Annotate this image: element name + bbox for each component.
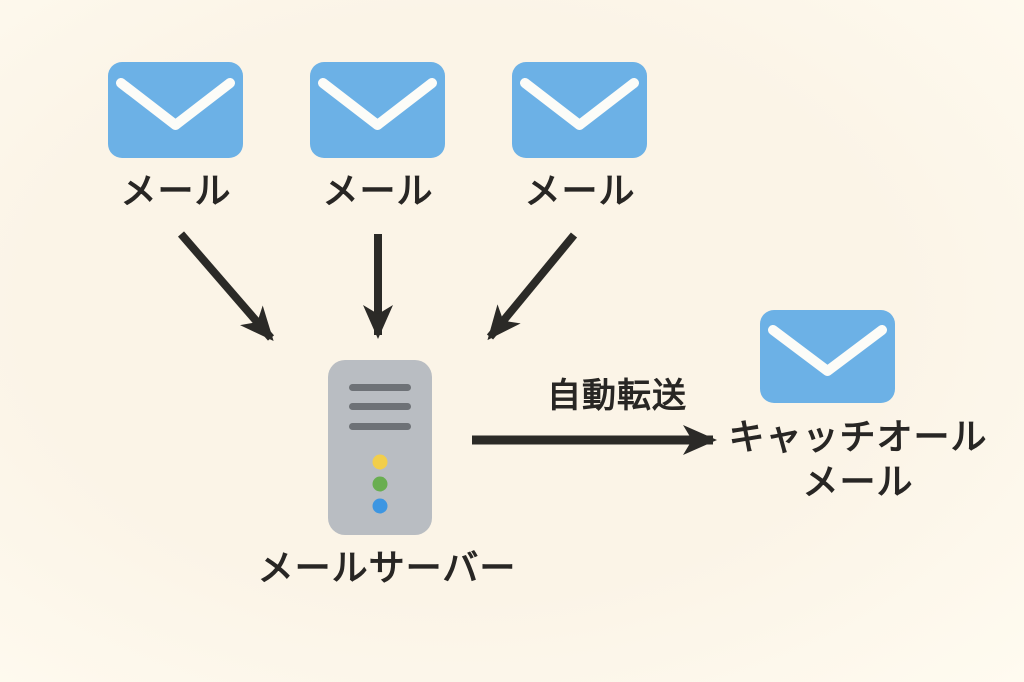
envelope-icon	[512, 62, 647, 158]
envelope-flap-chevron	[318, 78, 437, 130]
envelope-flap-chevron	[520, 78, 639, 130]
catchall-label-line1: キャッチオール	[728, 416, 988, 457]
server-vent-bar	[349, 384, 411, 391]
server-vent-bar	[349, 423, 411, 430]
status-light-green	[372, 476, 388, 492]
mail-label-1: メール	[120, 170, 232, 211]
status-light-yellow	[372, 454, 388, 470]
envelope-icon	[760, 310, 895, 403]
arrow-mail3-to-server	[486, 232, 578, 341]
auto-forward-label: 自動転送	[547, 377, 687, 415]
mail-label-2: メール	[322, 170, 434, 211]
status-light-blue	[372, 498, 388, 514]
envelope-flap-chevron	[116, 78, 235, 130]
server-vent-bar	[349, 403, 411, 410]
envelope-flap-chevron	[768, 325, 887, 376]
envelope-icon	[108, 62, 243, 158]
mail-label-3: メール	[524, 170, 636, 211]
server-tower-icon	[328, 360, 432, 535]
catchall-mail-label: キャッチオール メール	[728, 414, 987, 504]
arrow-mail1-to-server	[177, 231, 275, 342]
catchall-label-line2: メール	[802, 461, 914, 502]
envelope-icon	[310, 62, 445, 158]
mail-server-label: メールサーバー	[257, 547, 517, 588]
